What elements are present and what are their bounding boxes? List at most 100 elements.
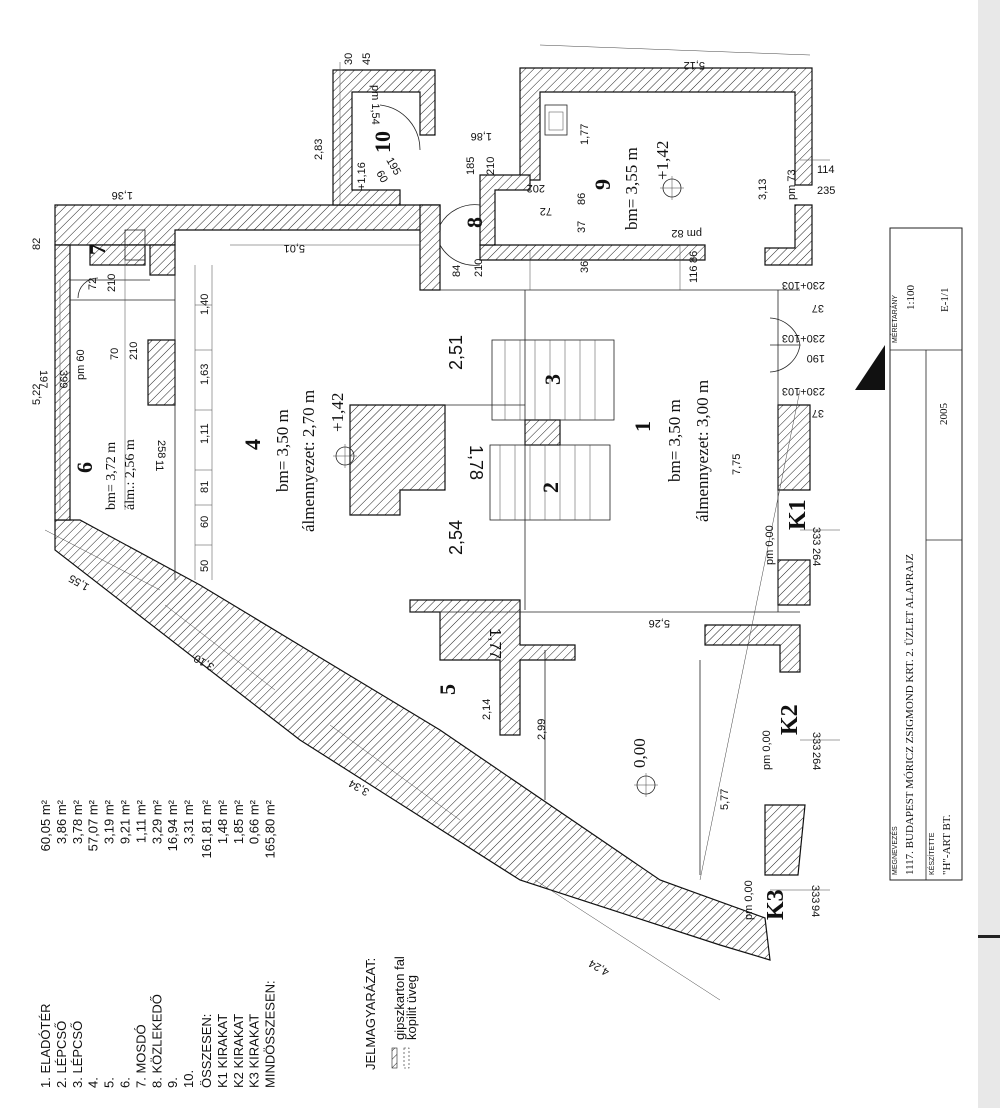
room-number-2: 2 (538, 482, 563, 493)
svg-text:50: 50 (199, 560, 211, 572)
room1-ceiling: álmennyezet: 3,00 m (693, 380, 712, 522)
svg-text:230+103: 230+103 (782, 332, 825, 344)
megnevezes-label: MEGNEVEZÉS (890, 826, 899, 875)
megnevezes-value: 1117. BUDAPEST MÓRICZ ZSIGMOND KRT. 2. Ü… (904, 554, 916, 875)
wall-room9-bottom (479, 244, 706, 261)
svg-text:1,86: 1,86 (471, 130, 492, 142)
room-number-5: 5 (435, 684, 460, 695)
svg-text:1,77: 1,77 (579, 124, 591, 145)
partition-lines (44, 44, 840, 1001)
area-row-name: 10. (181, 1070, 196, 1088)
room-number-4: 4 (240, 439, 265, 450)
meretarany-label: MÉRETARÁNY (890, 295, 899, 343)
room-number-9: 9 (590, 179, 615, 190)
room-number-1: 1 (630, 421, 655, 432)
area-row-value: 9,21 m² (118, 799, 133, 844)
room-label-k1: K1 (785, 499, 811, 530)
svg-text:114: 114 (817, 164, 835, 176)
svg-text:70: 70 (109, 348, 121, 360)
svg-text:1,77: 1,77 (486, 628, 503, 659)
area-row-name: 6. (118, 1077, 133, 1088)
svg-text:230+103: 230+103 (782, 385, 825, 397)
area-row-value: 3,78 m² (70, 799, 85, 844)
wall-room10 (332, 69, 436, 206)
svg-text:235: 235 (817, 185, 835, 197)
room-number-8: 8 (462, 217, 487, 228)
svg-text:pm 73: pm 73 (786, 169, 798, 200)
area-row-name: 5. (102, 1077, 117, 1088)
area-row-name: K3 KIRAKAT (247, 1014, 262, 1088)
svg-text:pm 60: pm 60 (75, 349, 87, 380)
room6-ceiling: álm.: 2,56 m (123, 439, 138, 510)
svg-text:81: 81 (199, 481, 211, 493)
area-row-name: 4. (86, 1077, 101, 1088)
svg-text:60: 60 (373, 169, 390, 186)
area-row-value: 3,31 m² (181, 799, 196, 844)
wall-room9-right (764, 204, 813, 266)
svg-text:30: 30 (343, 53, 355, 65)
wall-inner-6-4b (147, 339, 176, 406)
svg-text:pm 0,00: pm 0,00 (764, 525, 776, 565)
room5-level: 0,00 (630, 738, 649, 768)
area-row-name: ÖSSZESEN: (199, 1014, 214, 1088)
room6-height: bm= 3,72 m (104, 442, 119, 510)
svg-text:45: 45 (361, 53, 373, 65)
room9-height: bm= 3,55 m (622, 147, 641, 230)
wall-right-k2 (704, 624, 801, 673)
room-label-k2: K2 (777, 704, 803, 735)
area-row-value: 60,05 m² (38, 799, 53, 851)
area-row-name: 9. (165, 1077, 180, 1088)
svg-text:72: 72 (87, 278, 99, 290)
svg-text:1,63: 1,63 (199, 364, 211, 385)
wall-inner-6-4 (149, 244, 176, 276)
svg-text:5,12: 5,12 (684, 59, 705, 71)
doors (77, 104, 801, 373)
svg-text:37: 37 (576, 221, 588, 233)
toilet-icon (124, 229, 146, 261)
svg-text:4,24: 4,24 (587, 957, 612, 978)
walls (54, 67, 813, 961)
svg-text:5,01: 5,01 (284, 242, 305, 254)
area-row-value: 16,94 m² (165, 799, 180, 851)
area-row-value: 165,80 m² (263, 799, 278, 858)
area-row-value: 3,29 m² (149, 799, 164, 844)
svg-text:60: 60 (199, 516, 211, 528)
meretarany-value: 1:100 (905, 284, 917, 310)
room10-pm: pm 1,54 (369, 85, 381, 125)
stair-2 (489, 444, 611, 521)
svg-text:1,78: 1,78 (466, 445, 486, 480)
area-row-value: 1,11 m² (133, 799, 148, 843)
svg-text:94: 94 (809, 905, 821, 917)
wall-stair-block (349, 404, 446, 516)
svg-text:333: 333 (809, 885, 821, 903)
svg-text:pm 0,00: pm 0,00 (743, 880, 755, 920)
svg-text:5,22: 5,22 (31, 384, 43, 405)
room-label-k3: K3 (763, 889, 789, 920)
area-row-value: 3,19 m² (102, 799, 117, 844)
year-value: 2005 (938, 403, 950, 426)
svg-text:116: 116 (688, 265, 700, 283)
wall-room8-left (419, 204, 441, 291)
svg-text:202: 202 (527, 182, 545, 194)
svg-text:333: 333 (810, 732, 822, 750)
wall-room8-right (479, 174, 531, 246)
area-row-name: 2. LÉPCSŐ (54, 1021, 69, 1088)
wall-right-upper (777, 404, 811, 491)
svg-text:210: 210 (473, 259, 485, 277)
svg-text:264: 264 (810, 548, 822, 566)
legend-item-gipszkarton: gipszkarton fal (392, 956, 407, 1040)
area-row-value: 57,07 m² (86, 799, 101, 851)
area-row-value: 3,86 m² (54, 799, 69, 844)
svg-text:5,26: 5,26 (649, 617, 670, 629)
svg-text:210: 210 (128, 342, 140, 360)
svg-text:84: 84 (451, 265, 463, 277)
wall-stair-block-b (524, 419, 561, 446)
room4-level: +1,42 (328, 393, 347, 432)
svg-text:197: 197 (37, 370, 49, 388)
keszitette-value: "H"-ART BT. (941, 814, 953, 875)
north-arrow-icon (855, 345, 885, 390)
legend-title: JELMAGYARÁZAT: (363, 958, 378, 1070)
svg-text:210: 210 (106, 274, 118, 292)
gipszkarton-symbol (391, 1047, 398, 1069)
sink-basin-icon (548, 111, 564, 131)
